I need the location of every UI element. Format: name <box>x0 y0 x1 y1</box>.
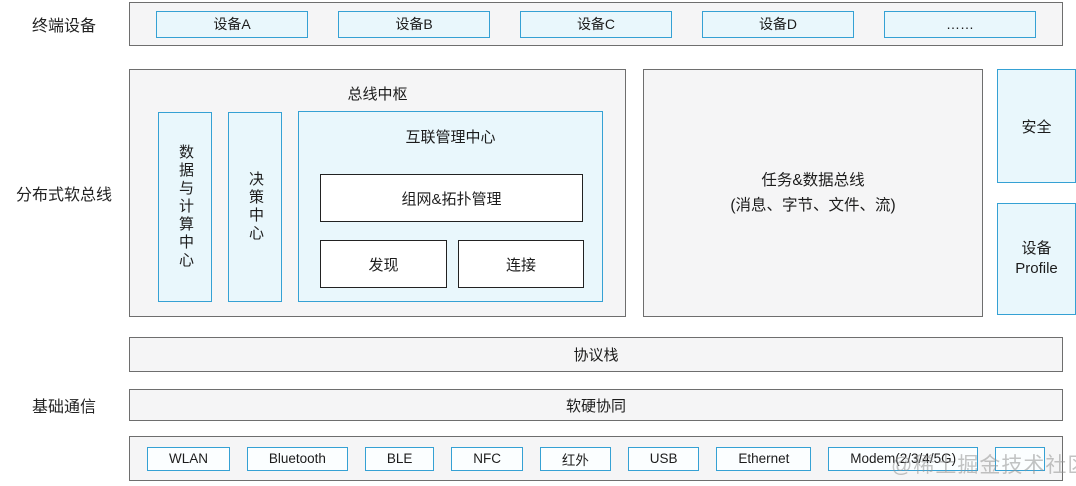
protocol-stack-bar: 协议栈 <box>129 337 1063 372</box>
decision-center-box: 决策中心 <box>228 112 282 302</box>
terminal-devices-container: 设备A 设备B 设备C 设备D …… <box>129 2 1063 46</box>
discovery-box: 发现 <box>320 240 447 288</box>
task-data-bus-line1: 任务&数据总线 <box>761 172 865 189</box>
connection-box: 连接 <box>458 240 584 288</box>
bus-hub-title: 总线中枢 <box>347 86 408 103</box>
watermark: @稀土掘金技术社区 <box>891 454 1076 477</box>
device-box: 设备D <box>702 10 854 38</box>
task-data-bus-container: 任务&数据总线 (消息、字节、文件、流) <box>643 69 983 317</box>
comm-technology-box: Modem(2/3/4/5G) <box>828 446 979 471</box>
networking-topology-box: 组网&拓扑管理 <box>320 174 583 222</box>
comm-technologies-container: WLAN Bluetooth BLE NFC 红外 USB Ethernet M… <box>129 436 1063 481</box>
security-box: 安全 <box>997 69 1076 183</box>
hw-sw-collab-bar: 软硬协同 <box>129 389 1063 421</box>
device-box: …… <box>884 10 1036 38</box>
device-box: 设备A <box>156 10 308 38</box>
device-profile-box: 设备 Profile <box>997 203 1076 315</box>
interconnect-mgmt-center-box: 互联管理中心 组网&拓扑管理 发现 连接 <box>298 111 603 302</box>
comm-technology-box: Bluetooth <box>246 446 348 471</box>
device-box: 设备B <box>338 10 490 38</box>
interconnect-mgmt-center-title: 互联管理中心 <box>405 129 496 146</box>
task-data-bus-line2: (消息、字节、文件、流) <box>730 197 896 214</box>
data-compute-center-box: 数据与计算中心 <box>158 112 212 302</box>
comm-technology-box: BLE <box>364 446 435 471</box>
distributed-softbus-label: 分布式软总线 <box>15 187 112 204</box>
comm-technology-box <box>994 446 1045 471</box>
comm-technology-box: WLAN <box>147 446 231 471</box>
device-profile-line2: Profile <box>1015 260 1058 277</box>
comm-technology-box: 红外 <box>539 446 611 471</box>
comm-technology-box: NFC <box>451 446 523 471</box>
basic-communication-label: 基础通信 <box>31 399 96 416</box>
bus-hub-container: 总线中枢 数据与计算中心 决策中心 互联管理中心 组网&拓扑管理 发现 连接 <box>129 69 626 317</box>
comm-technology-box: USB <box>627 446 700 471</box>
comm-technology-box: Ethernet <box>716 446 812 471</box>
terminal-devices-label: 终端设备 <box>31 18 96 35</box>
device-box: 设备C <box>520 10 672 38</box>
device-profile-line1: 设备 <box>1021 240 1052 257</box>
